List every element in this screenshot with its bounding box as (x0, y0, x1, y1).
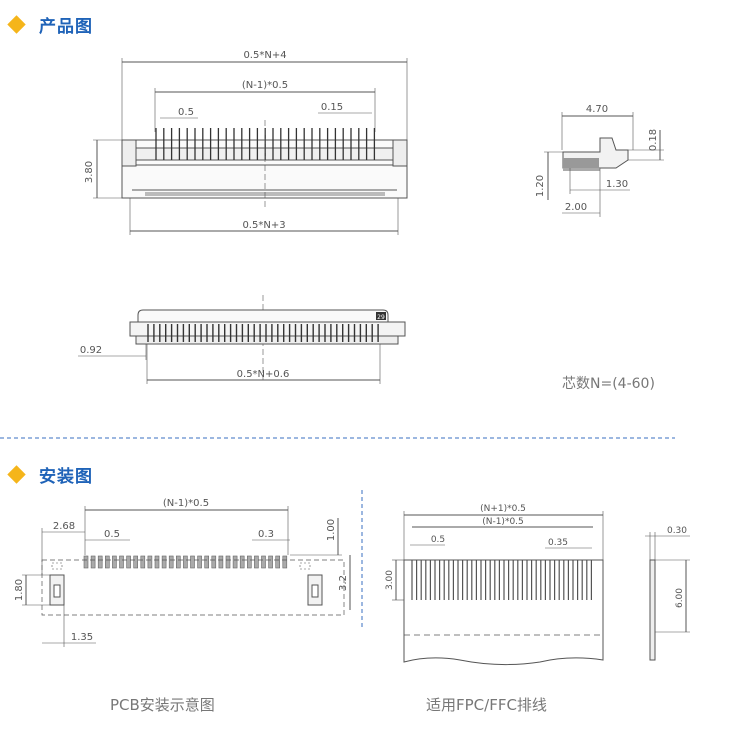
fpc-dim-600: 6.00 (675, 588, 685, 608)
pcb-pad (197, 555, 202, 569)
pcb-pad (211, 555, 217, 569)
pcb-pad (147, 555, 153, 569)
dim-height: 3.80 (84, 161, 95, 183)
product-front-view: 29 0.92 0.5*N+0.6 (78, 295, 406, 384)
fpc-dim-300: 3.00 (385, 570, 395, 590)
pcb-pad (247, 555, 252, 569)
fpc-dim-pins: (N-1)*0.5 (482, 517, 524, 527)
pcb-dim-268: 2.68 (53, 521, 75, 532)
dim-width-top: 0.15 (321, 102, 343, 113)
pcb-dim-pins: (N-1)*0.5 (163, 498, 209, 509)
pcb-pad (97, 555, 103, 569)
dim-130: 1.30 (606, 179, 628, 190)
pin-marker: 29 (377, 314, 385, 321)
product-side-view: 4.70 0.18 1.20 1.30 2.00 (535, 104, 664, 217)
pcb-pad (105, 555, 110, 569)
fpc-caption: 适用FPC/FFC排线 (426, 696, 547, 714)
dim-bottom-top: 0.5*N+3 (242, 220, 285, 231)
pcb-pad (275, 555, 281, 569)
dim-pitch-top: 0.5 (178, 107, 194, 118)
section-title-install: 安装图 (4, 462, 93, 487)
section-title-product: 产品图 (4, 12, 93, 37)
pcb-pad (112, 555, 117, 569)
pcb-pad (154, 555, 160, 569)
dim-200: 2.00 (565, 202, 587, 213)
install-title: 安装图 (39, 467, 93, 487)
pcb-pad (161, 555, 167, 569)
pcb-dim-135: 1.35 (71, 632, 93, 643)
pcb-pad (183, 555, 188, 569)
pcb-dim-03: 0.3 (258, 529, 274, 540)
pcb-caption: PCB安装示意图 (110, 696, 215, 714)
fpc-view: (N+1)*0.5 (N-1)*0.5 0.5 0.35 3.00 0.30 6… (385, 504, 690, 666)
pcb-pad (140, 555, 146, 569)
pcb-pad (126, 555, 131, 569)
product-top-view: 0.5*N+4 (N-1)*0.5 0.5 0.15 3.80 0.5*N+3 (84, 50, 408, 235)
pcb-pad (190, 555, 195, 569)
pcb-pad (204, 555, 209, 569)
pcb-pad (90, 555, 96, 569)
dim-bottom-front: 0.5*N+0.6 (237, 369, 290, 380)
pcb-pad (225, 555, 231, 569)
pcb-pad (261, 555, 266, 569)
fpc-dim-030: 0.30 (667, 526, 687, 536)
pcb-dim-32: 3.2 (338, 575, 349, 591)
pin-count-note: 芯数N=(4-60) (562, 376, 655, 392)
pcb-dim-100: 1.00 (326, 519, 337, 541)
dim-092: 0.92 (80, 345, 102, 356)
pcb-pad (239, 555, 245, 569)
pcb-dim-05: 0.5 (104, 529, 120, 540)
fpc-dim-total: (N+1)*0.5 (480, 504, 526, 514)
fpc-dim-05: 0.5 (431, 535, 445, 545)
dim-120: 1.20 (535, 175, 546, 197)
pcb-pad (218, 555, 224, 569)
dim-470: 4.70 (586, 104, 608, 115)
dim-total-top: 0.5*N+4 (243, 50, 286, 61)
fpc-dim-035: 0.35 (548, 538, 568, 548)
pcb-pad (232, 555, 238, 569)
pcb-layout-view: (N-1)*0.5 2.68 0.5 0.3 1.00 3.2 1.80 (14, 498, 351, 647)
dim-018: 0.18 (648, 129, 659, 151)
pcb-pad (282, 555, 288, 569)
pcb-pad (83, 555, 89, 569)
pcb-pad (268, 555, 273, 569)
pcb-pad (168, 555, 174, 569)
dim-pins-top: (N-1)*0.5 (242, 80, 288, 91)
pcb-pad (176, 555, 181, 569)
product-title: 产品图 (39, 17, 93, 37)
pcb-dim-180: 1.80 (14, 579, 25, 601)
pcb-pad (133, 555, 138, 569)
pcb-pad (254, 555, 259, 569)
pcb-pad (119, 555, 124, 569)
